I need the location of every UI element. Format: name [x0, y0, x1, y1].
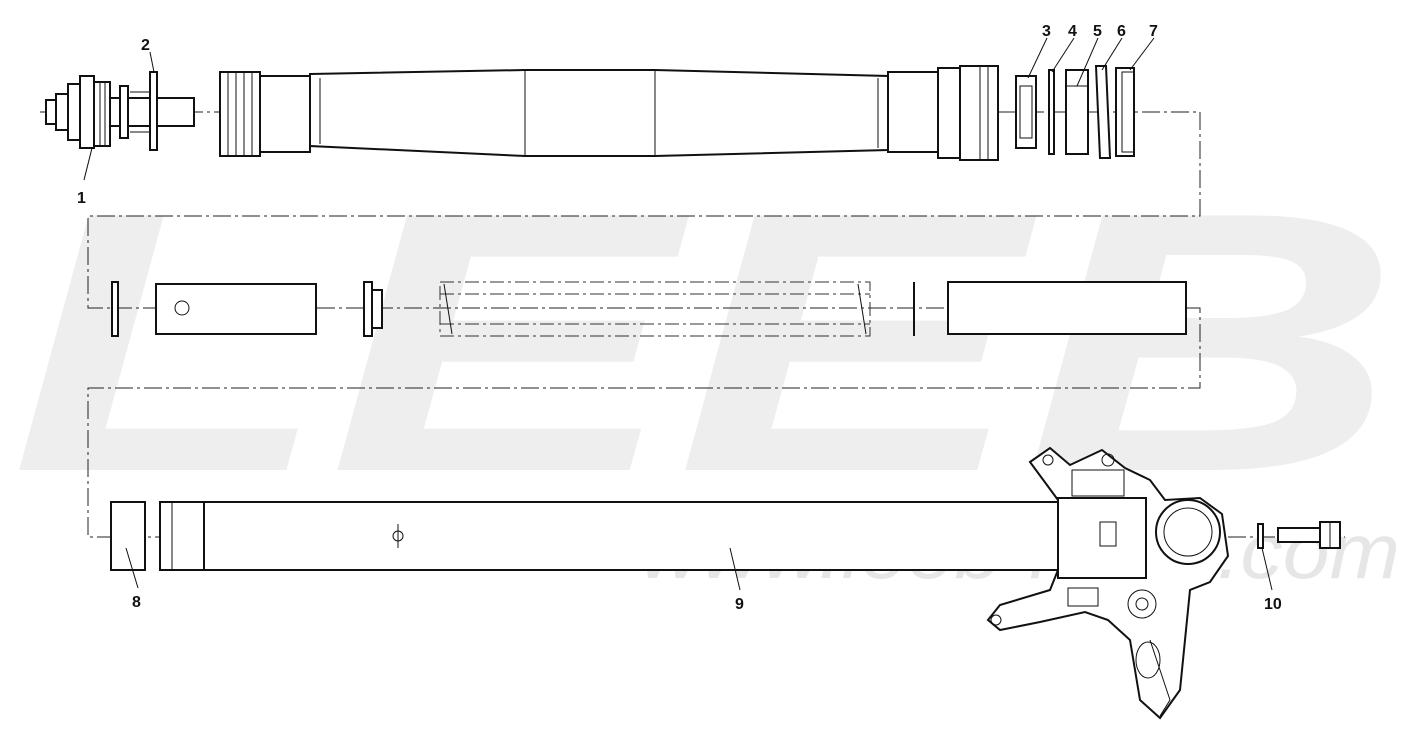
axle-foot [986, 446, 1230, 720]
callout-8: 8 [132, 594, 141, 611]
part-6-circlip [1094, 65, 1112, 159]
callout-4: 4 [1068, 23, 1077, 40]
part-2-damper-rod [109, 71, 195, 151]
part-9-inner-tube [159, 501, 1061, 571]
leader-lines [83, 37, 1273, 591]
row2-spacer-tube [155, 283, 317, 335]
callout-10: 10 [1264, 596, 1282, 613]
part-4-washer [1048, 69, 1055, 155]
callout-7: 7 [1149, 23, 1158, 40]
part-3-bushing [1015, 75, 1037, 149]
row2-cartridge [947, 281, 1187, 335]
row2-washer [111, 281, 119, 337]
part-7-seal [1115, 67, 1135, 157]
callout-3: 3 [1042, 23, 1051, 40]
part-8-bushing [110, 501, 146, 571]
assembly-centerlines [40, 111, 1345, 538]
callout-1: 1 [77, 190, 86, 207]
row2-spring-seat [363, 281, 383, 337]
callout-9: 9 [735, 596, 744, 613]
row2-spring [439, 281, 871, 337]
callout-6: 6 [1117, 23, 1126, 40]
watermark: LEEB www.leeb-moto.com [10, 136, 1400, 595]
callout-labels: 1 2 3 4 5 6 7 8 9 10 [77, 23, 1282, 613]
part-5-bushing [1065, 69, 1089, 155]
callout-5: 5 [1093, 23, 1102, 40]
part-1-adjuster-cap [45, 75, 111, 149]
watermark-brand: LEEB [10, 136, 1400, 549]
callout-2: 2 [141, 37, 150, 54]
outer-tube [219, 65, 999, 161]
part-10-axle-bolt [1257, 521, 1341, 549]
